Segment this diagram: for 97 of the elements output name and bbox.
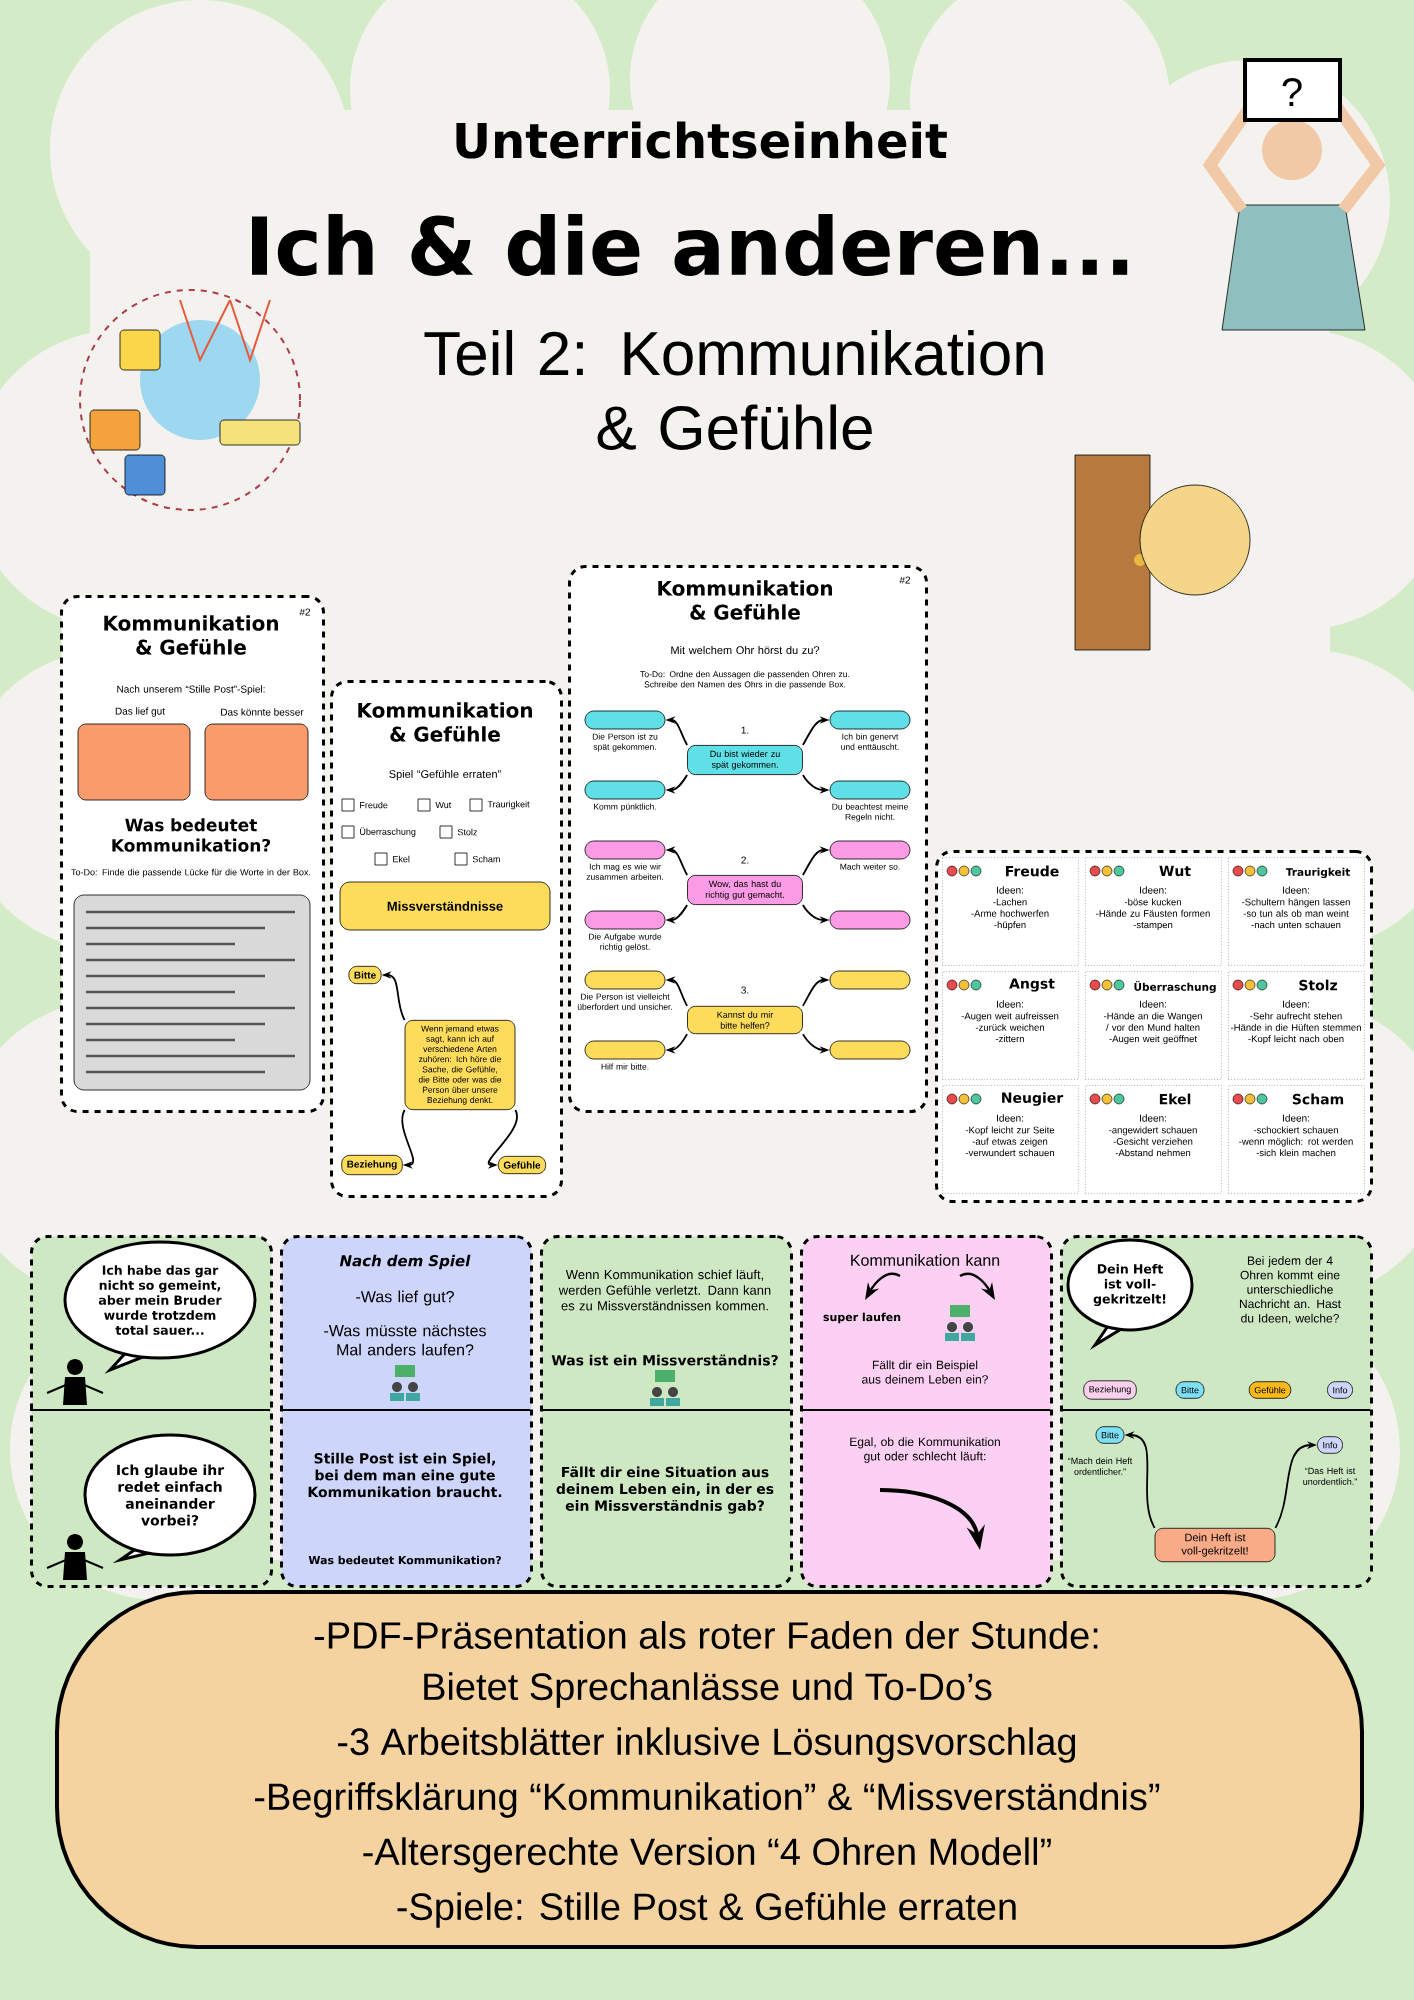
statement-text: Die Aufgabe wurde richtig gelöst.: [589, 933, 662, 952]
step-number: 3.: [741, 986, 749, 994]
statement-text: Die Person ist zu spät gekommen.: [592, 733, 658, 752]
tag-pill: Beziehung: [1083, 1380, 1137, 1400]
checkbox-item: Freude: [341, 798, 388, 812]
step-number: 2.: [741, 856, 749, 864]
box-label: Das lief gut: [115, 707, 165, 717]
statement-text: Komm pünktlich.: [594, 803, 656, 812]
card-title: Freude: [1006, 865, 1059, 877]
answer-pill: [829, 1040, 911, 1060]
card-subheading: Ideen:: [1140, 886, 1166, 894]
idea-list: -böse kucken -Hände zu Fäusten formen -stampen: [1096, 898, 1210, 931]
slide-heading: Nach dem Spiel: [339, 1254, 471, 1270]
statement-box: Kannst du mir bitte helfen?: [687, 1005, 803, 1035]
speech-bubble: Ich glaube ihr redet einfach aneinander vorbei?: [83, 1433, 257, 1564]
quote-text: “Mach dein Heft ordentlicher.”: [1068, 1457, 1133, 1475]
page-number: #2: [299, 608, 311, 616]
idea-list: -Schultern hängen lassen -so tun als ob man weint -nach unten schauen: [1242, 898, 1350, 929]
slide-text: Was bedeutet Kommunikation?: [308, 1555, 501, 1565]
tag-pill: Gefühle: [1248, 1381, 1292, 1399]
title: Ich & die anderen...: [252, 214, 1128, 276]
card-title: Ekel: [1159, 1093, 1191, 1105]
quote-text: “Das Heft ist unordentlich.”: [1303, 1467, 1357, 1485]
checkbox-item: Stolz: [439, 825, 477, 839]
slide-text: Wenn Kommunikation schief läuft, werden Gefühle verletzt. Dann kann es zu Missverständnissen kommen.: [558, 1269, 771, 1311]
box-label: Das könnte besser: [221, 708, 304, 716]
step-number: 1.: [741, 726, 749, 734]
speech-bubble: Ich habe das gar nicht so gemeint, aber mein Bruder wurde trotzdem total sauer...: [63, 1240, 257, 1374]
page-number: #2: [899, 576, 911, 584]
card-title: Angst: [1009, 978, 1055, 992]
instruction-text: To-Do: Finde die passende Lücke für die Worte in der Box.: [71, 868, 311, 878]
heading: Kommunikation & Gefühle: [658, 580, 832, 620]
idea-list: -Sehr aufrecht stehen -Hände in die Hüften stemmen -Kopf leicht nach oben: [1230, 1012, 1361, 1045]
heading: Kommunikation & Gefühle: [358, 702, 532, 742]
slide-text: super laufen: [823, 1312, 901, 1324]
card-title: Stolz: [1299, 979, 1337, 991]
card-subheading: Ideen:: [1283, 1114, 1309, 1122]
statement-text: Die Person ist vielleicht überfordert und unsicher.: [577, 993, 672, 1010]
card-subheading: Ideen:: [1283, 1000, 1309, 1008]
instruction-text: To-Do: Ordne den Aussagen die passenden Ohren zu. Schreibe den Namen des Ohrs in die passende Box.: [640, 670, 850, 690]
checkbox-item: Überraschung: [341, 825, 416, 839]
statement-text: Ich bin genervt und enttäuscht.: [841, 733, 899, 750]
question-text: -Was lief gut?: [356, 1290, 454, 1306]
card-title: Überraschung: [1134, 981, 1216, 993]
question-text: Fällt dir ein Beispiel aus deinem Leben ein?: [862, 1360, 988, 1384]
idea-list: -Hände an die Wangen / vor den Mund halten -Augen weit geöffnet: [1103, 1012, 1202, 1045]
heading: Was bedeutet Kommunikation?: [112, 818, 271, 852]
card-subheading: Ideen:: [1140, 1114, 1166, 1122]
statement-text: Du beachtest meine Regeln nicht.: [832, 803, 908, 822]
card-title: Neugier: [1002, 1092, 1064, 1106]
card-subheading: Ideen:: [997, 1000, 1023, 1008]
info-box: -PDF-Präsentation als roter Faden der Stunde: Bietet Sprechanlässe und To-Do’s -3 Arbeitsblätter inklusive Lösungsvorschlag -Begriffsklärung “Kommunikation” & “Missverständnis” -Altersgerechte Version “4 Ohren Modell” -Spiele: Stille Post & Gefühle erraten: [55, 1590, 1364, 1949]
idea-list: -schockiert schauen -wenn möglich: rot werden -sich klein machen: [1239, 1126, 1353, 1157]
slide-text: Bei jedem der 4 Ohren kommt eine unterschiedliche Nachricht an. Hast du Ideen, welche?: [1239, 1256, 1341, 1324]
heading: Kommunikation & Gefühle: [104, 615, 278, 655]
question-text: -Was müsste nächstes Mal anders laufen?: [324, 1324, 486, 1356]
info-band: Missverständnisse: [339, 881, 551, 931]
idea-list: -Augen weit aufreissen -zurück weichen -zittern: [961, 1012, 1059, 1043]
answer-pill: [829, 970, 911, 990]
idea-list: -Kopf leicht zur Seite -auf etwas zeigen -verwundert schauen: [965, 1126, 1055, 1157]
question-text: Fällt dir eine Situation aus deinem Leben ein, in der es ein Missverständnis gab?: [556, 1466, 774, 1514]
card-sheet: [935, 850, 1373, 1203]
statement-box: Dein Heft ist voll-gekritzelt!: [1154, 1527, 1276, 1563]
card-title: Traurigkeit: [1285, 867, 1350, 879]
speech-bubble: Dein Heft ist voll-gekritzelt!: [1066, 1238, 1194, 1350]
subtitle: Spiel “Gefühle erraten”: [389, 769, 501, 781]
question-mark: ?: [1282, 78, 1302, 106]
card-subheading: Ideen:: [1283, 886, 1309, 894]
checkbox-item: Scham: [454, 852, 500, 866]
slide-text: Stille Post ist ein Spiel, bei dem man eine gute Kommunikation braucht.: [308, 1452, 502, 1498]
statement-box: Wow, das hast du richtig gut gemacht.: [687, 875, 803, 905]
card-title: Wut: [1159, 865, 1191, 877]
checkbox-item: Ekel: [374, 852, 410, 866]
subtitle: Nach unserem “Stille Post”-Spiel:: [117, 685, 265, 695]
card-subheading: Ideen:: [997, 886, 1023, 894]
subtitle: Unterrichtseinheit: [456, 121, 947, 159]
subtitle: Teil 2: Kommunikation & Gefühle: [424, 330, 1043, 450]
arrow: [401, 1109, 414, 1169]
idea-list: -angewidert schauen -Gesicht verziehen -Abstand nehmen: [1109, 1126, 1197, 1157]
checkbox-item: Wut: [417, 798, 452, 812]
statement-box: Du bist wieder zu spät gekommen.: [687, 745, 803, 775]
subtitle: Mit welchem Ohr hörst du zu?: [671, 645, 820, 655]
slide-text: Egal, ob die Kommunikation gut oder schlecht läuft:: [850, 1437, 1000, 1463]
answer-pill: [829, 910, 911, 930]
card-title: Scham: [1292, 1093, 1344, 1105]
checkbox-item: Traurigkeit: [469, 798, 530, 812]
statement-text: Ich mag es wie wir zusammen arbeiten.: [586, 863, 663, 880]
tag-pill: Gefühle: [498, 1155, 546, 1175]
tag-pill: Beziehung: [341, 1154, 403, 1176]
card-subheading: Ideen:: [997, 1114, 1023, 1122]
statement-box: Wenn jemand etwas sagt, kann ich auf verschiedene Arten zuhören: Ich höre die Sache, die Gefühle, die Bitte oder was die Person über unsere Beziehung denkt.: [404, 1019, 516, 1111]
statement-text: Mach weiter so.: [840, 863, 900, 870]
statement-text: Hilf mir bitte.: [601, 1063, 649, 1070]
slide-heading: Kommunikation kann: [851, 1254, 1000, 1266]
card-subheading: Ideen:: [1140, 1000, 1166, 1008]
question-text: Was ist ein Missverständnis?: [551, 1354, 778, 1366]
idea-list: -Lachen -Arme hochwerfen -hüpfen: [971, 898, 1049, 931]
